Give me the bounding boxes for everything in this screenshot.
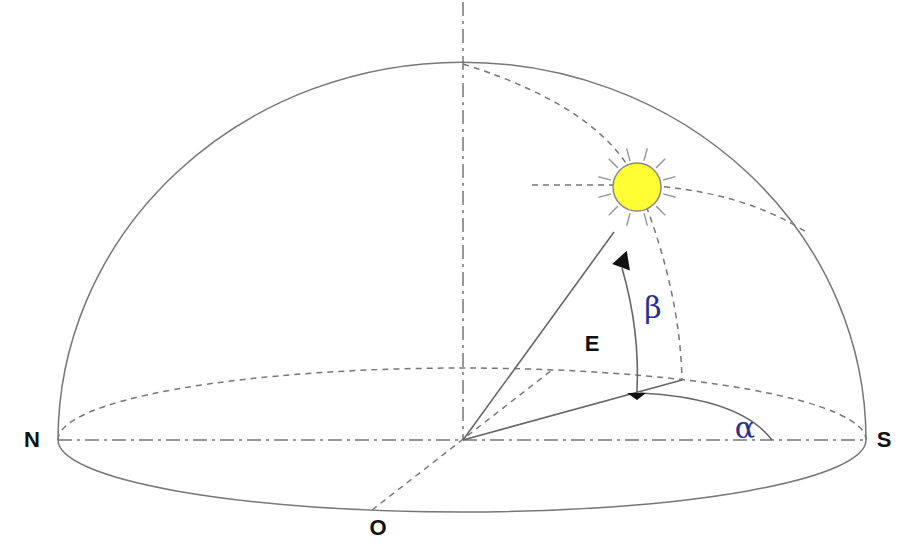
sun-ray-stroke bbox=[598, 194, 611, 197]
direction-label: E bbox=[583, 332, 602, 356]
sun-ray-stroke bbox=[656, 206, 665, 215]
arrowhead bbox=[627, 393, 646, 400]
sun-ray-stroke bbox=[609, 159, 618, 168]
sun-ray-stroke bbox=[598, 177, 611, 180]
altitude-circle bbox=[532, 185, 806, 232]
sun-ray bbox=[463, 232, 614, 440]
beta-arc bbox=[622, 268, 637, 392]
sun-ray-stroke bbox=[663, 194, 676, 197]
sun-ray-stroke bbox=[627, 148, 630, 161]
angle-label: β bbox=[642, 292, 663, 324]
zenith-axis bbox=[462, 2, 464, 440]
angle-label: α bbox=[733, 412, 757, 444]
sun-disc bbox=[613, 163, 661, 211]
sun-ray-stroke bbox=[609, 206, 618, 215]
sun-symbol bbox=[598, 148, 675, 225]
dome-lines bbox=[58, 2, 866, 512]
projection-line bbox=[463, 380, 682, 440]
sun-ray-stroke bbox=[627, 213, 630, 226]
direction-label: O bbox=[367, 516, 388, 540]
sun-ray-stroke bbox=[656, 159, 665, 168]
sun-ray-stroke bbox=[663, 177, 676, 180]
dome-outline bbox=[58, 62, 866, 440]
direction-label: N bbox=[22, 428, 42, 452]
east-west-axis bbox=[372, 370, 552, 510]
sun-ray-stroke bbox=[644, 213, 647, 226]
horizon-front bbox=[58, 440, 866, 512]
sun-ray-stroke bbox=[644, 148, 647, 161]
sun-rays bbox=[598, 148, 675, 225]
vertical-circle bbox=[463, 64, 682, 380]
arrowhead bbox=[610, 251, 631, 274]
angle-lines bbox=[463, 232, 772, 440]
direction-label: S bbox=[875, 428, 894, 452]
